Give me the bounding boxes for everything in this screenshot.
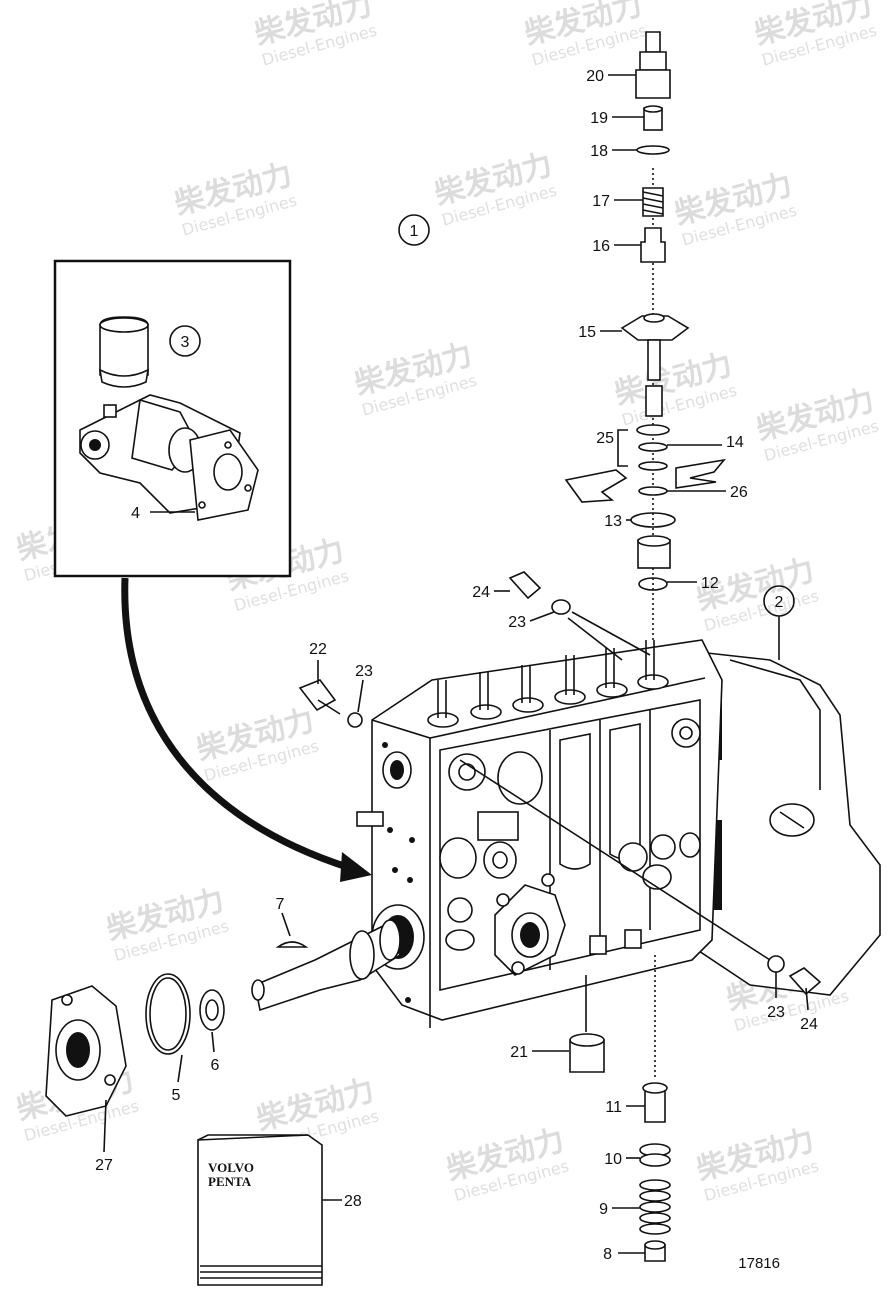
label-part-4: 4 <box>131 505 140 522</box>
tappet-stack <box>569 955 671 1262</box>
label-part-14: 14 <box>726 434 744 451</box>
label-part-7: 7 <box>276 896 285 913</box>
part-labels: 20 19 18 17 16 15 25 14 26 13 12 24 23 2… <box>95 68 818 1272</box>
label-part-25: 25 <box>596 430 614 447</box>
watermark-layer: 柴发动力 Diesel-Engines 柴发动力 Diesel-Engines … <box>13 0 881 1205</box>
drawing-number: 17816 <box>738 1255 780 1272</box>
label-part-11: 11 <box>605 1099 622 1116</box>
callout-3-label: 3 <box>181 334 190 351</box>
label-part-23-left: 23 <box>355 663 373 680</box>
delivery-valve-stack <box>564 31 726 640</box>
label-part-23-top: 23 <box>508 614 526 631</box>
label-part-9: 9 <box>599 1201 608 1218</box>
book-title-line1: VOLVO <box>208 1160 254 1175</box>
label-part-24-right: 24 <box>800 1016 818 1033</box>
callout-1-label: 1 <box>410 223 419 240</box>
label-part-21: 21 <box>510 1044 528 1061</box>
label-part-20: 20 <box>586 68 604 85</box>
drive-end-parts <box>45 941 309 1117</box>
label-part-27: 27 <box>95 1157 113 1174</box>
arrowhead-icon <box>340 852 372 882</box>
feed-pump-inset: 3 4 <box>53 259 292 578</box>
label-part-18: 18 <box>590 143 608 160</box>
label-part-17: 17 <box>592 193 610 210</box>
label-part-5: 5 <box>172 1087 181 1104</box>
label-part-23-right: 23 <box>767 1004 785 1021</box>
label-part-10: 10 <box>604 1151 622 1168</box>
label-part-24-top: 24 <box>472 584 490 601</box>
label-part-12: 12 <box>701 575 719 592</box>
callout-1: 1 <box>398 214 430 246</box>
label-part-16: 16 <box>592 238 610 255</box>
volvo-penta-manual: VOLVO PENTA <box>197 1134 342 1286</box>
callout-2: 2 <box>763 585 795 660</box>
label-part-15: 15 <box>578 324 596 341</box>
label-part-28: 28 <box>344 1193 362 1210</box>
book-title-line2: PENTA <box>208 1174 252 1189</box>
injection-pump-housing <box>356 639 881 1028</box>
leader-lines <box>103 74 809 1254</box>
callout-2-label: 2 <box>775 594 784 611</box>
label-part-19: 19 <box>590 110 608 127</box>
label-part-8: 8 <box>603 1246 612 1263</box>
label-part-13: 13 <box>604 513 622 530</box>
inset-pointer-arrow <box>121 577 352 872</box>
label-part-22: 22 <box>309 641 327 658</box>
label-part-26: 26 <box>730 484 748 501</box>
camshaft <box>251 919 402 1012</box>
label-part-6: 6 <box>211 1057 220 1074</box>
